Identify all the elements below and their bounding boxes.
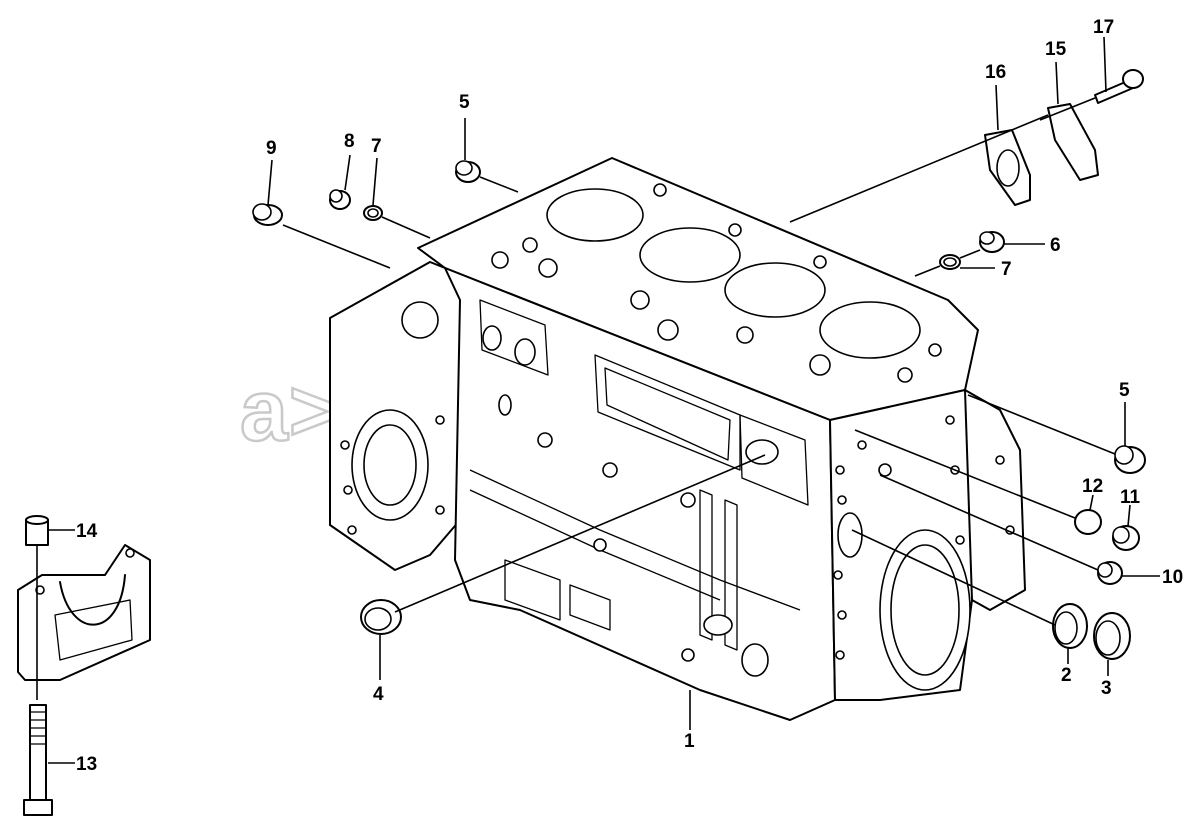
assembly-leaders bbox=[282, 97, 1116, 626]
callout-leaders bbox=[48, 36, 1160, 764]
washer-7-top bbox=[363, 205, 383, 221]
callout-14: 14 bbox=[76, 521, 98, 542]
plug-11 bbox=[1112, 525, 1140, 551]
callout-6: 6 bbox=[1050, 235, 1061, 256]
callout-5-top: 5 bbox=[459, 92, 470, 113]
seal-ring-4 bbox=[360, 599, 402, 635]
plug-8 bbox=[329, 189, 351, 210]
plug-6 bbox=[979, 231, 1005, 253]
callout-15: 15 bbox=[1045, 39, 1067, 60]
callout-13: 13 bbox=[76, 754, 97, 775]
callout-11: 11 bbox=[1120, 487, 1141, 508]
callout-8: 8 bbox=[344, 131, 355, 152]
plug-9 bbox=[252, 203, 283, 226]
callout-9: 9 bbox=[266, 138, 277, 159]
screw-17 bbox=[1094, 69, 1144, 104]
callout-2: 2 bbox=[1061, 665, 1072, 686]
plug-10 bbox=[1097, 561, 1123, 585]
gasket-16 bbox=[984, 129, 1031, 206]
seal-ring-2 bbox=[1052, 603, 1088, 649]
seal-ring-3 bbox=[1093, 612, 1131, 660]
callout-1: 1 bbox=[684, 731, 695, 752]
callout-7-right: 7 bbox=[1001, 259, 1012, 280]
callout-labels: 1 2 3 4 5 5 6 7 7 8 9 10 11 12 13 14 15 … bbox=[76, 17, 1183, 775]
main-bearing-cap bbox=[17, 544, 151, 681]
plug-5-top bbox=[455, 160, 481, 183]
plug-12 bbox=[1074, 509, 1102, 535]
callout-5-right: 5 bbox=[1119, 380, 1130, 401]
cap-bolt bbox=[23, 704, 53, 816]
callout-17: 17 bbox=[1093, 17, 1114, 38]
plug-5-right bbox=[1114, 445, 1146, 474]
dowel-sleeve bbox=[25, 515, 49, 546]
callout-7-top: 7 bbox=[371, 136, 382, 157]
callout-3: 3 bbox=[1101, 678, 1112, 699]
callout-10: 10 bbox=[1162, 567, 1183, 588]
callout-16: 16 bbox=[985, 62, 1006, 83]
callout-12: 12 bbox=[1082, 476, 1103, 497]
washer-7-right bbox=[939, 254, 961, 270]
cylinder-block bbox=[329, 157, 1026, 721]
cover-plate-15 bbox=[1047, 103, 1099, 181]
callout-4: 4 bbox=[373, 684, 384, 705]
